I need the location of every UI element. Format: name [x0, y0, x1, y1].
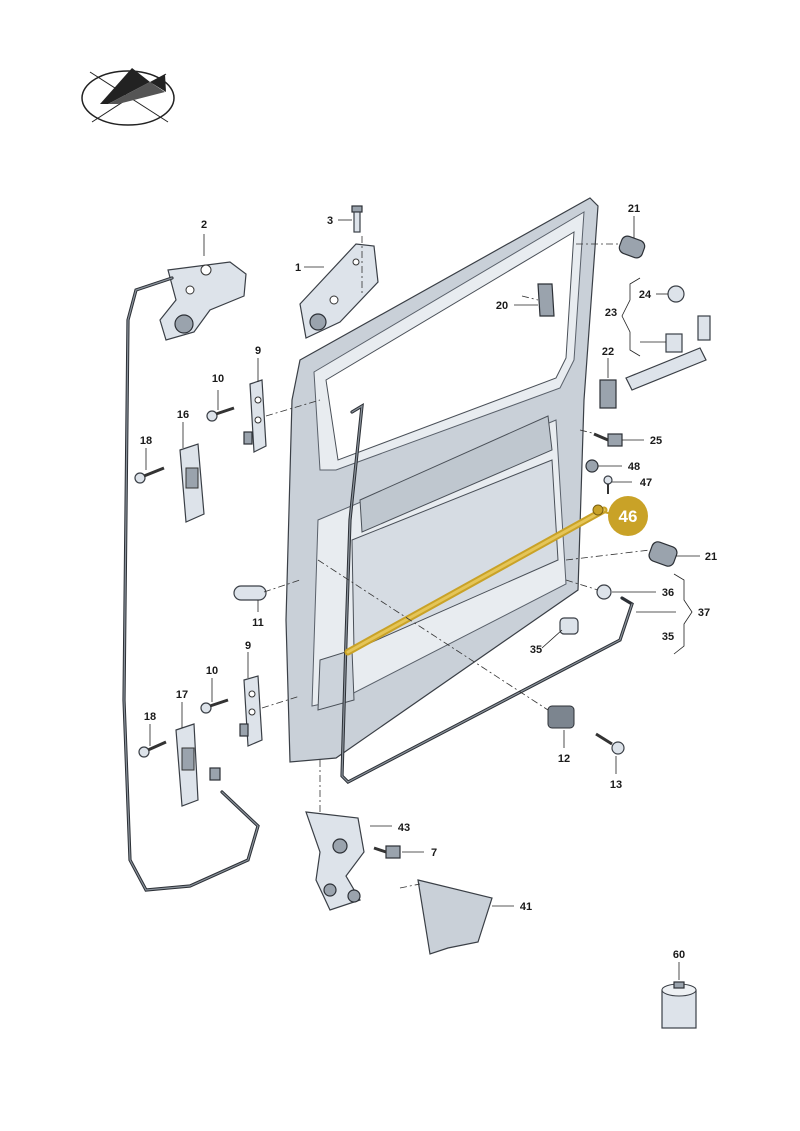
label-9b: 9 [245, 640, 251, 652]
label-18a: 18 [140, 435, 152, 447]
label-11: 11 [252, 617, 264, 629]
label-3: 3 [327, 215, 333, 227]
connector-icon [209, 767, 221, 781]
compass-logo-icon [81, 68, 175, 126]
label-21b: 21 [705, 551, 717, 563]
label-60: 60 [673, 949, 685, 961]
clip-36-icon [596, 584, 612, 600]
cap-11 [233, 585, 267, 601]
block-22 [599, 379, 617, 409]
label-35b: 35 [662, 631, 674, 643]
screw-18a-icon [134, 466, 165, 484]
label-36: 36 [662, 587, 674, 599]
cylinder-60 [661, 981, 697, 1029]
label-16: 16 [177, 409, 189, 421]
label-10b: 10 [206, 665, 218, 677]
label-17: 17 [176, 689, 188, 701]
label-43: 43 [398, 822, 410, 834]
label-41: 41 [520, 901, 532, 913]
catch-17 [175, 723, 199, 807]
highlight-label: 46 [619, 507, 638, 526]
label-24: 24 [639, 289, 652, 301]
label-7: 7 [431, 847, 437, 859]
label-37: 37 [698, 607, 710, 619]
screw-25-icon [593, 432, 623, 447]
label-25: 25 [650, 435, 662, 447]
clip-20 [537, 283, 555, 317]
label-21a: 21 [628, 203, 640, 215]
label-47: 47 [640, 477, 652, 489]
bolt-7-icon [373, 845, 401, 859]
label-1: 1 [295, 262, 301, 274]
label-20: 20 [496, 300, 508, 312]
upper-roller-arm [159, 261, 247, 341]
label-9a: 9 [255, 345, 261, 357]
label-13: 13 [610, 779, 622, 791]
highlighted-strip [344, 504, 608, 656]
label-10a: 10 [212, 373, 224, 385]
nut-48-icon [585, 459, 599, 473]
label-23: 23 [605, 307, 617, 319]
nut-24-icon [667, 285, 685, 303]
buffer-21a-icon [618, 235, 646, 259]
cover-41 [417, 879, 493, 955]
screw-47-icon [603, 475, 613, 494]
bolt-icon [351, 205, 363, 233]
catch-16 [179, 443, 205, 523]
screw-18b-icon [138, 740, 167, 758]
label-22: 22 [602, 346, 614, 358]
screw-13-icon [595, 732, 625, 755]
screw-10a-icon [206, 406, 235, 422]
label-48: 48 [628, 461, 640, 473]
clip-35-icon [559, 617, 579, 635]
lower-roller-arm [305, 811, 365, 911]
label-2: 2 [201, 219, 207, 231]
buffer-21b-icon [648, 541, 678, 567]
screw-10b-icon [200, 698, 229, 714]
label-12: 12 [558, 753, 570, 765]
label-35a: 35 [530, 644, 542, 656]
striker-23 [625, 315, 711, 391]
pad-12 [547, 705, 575, 729]
guide-block-upper [243, 379, 267, 453]
hinge-bracket [299, 243, 379, 339]
label-18b: 18 [144, 711, 156, 723]
guide-block-lower [239, 675, 263, 747]
highlight-callout: 46 [603, 496, 648, 536]
